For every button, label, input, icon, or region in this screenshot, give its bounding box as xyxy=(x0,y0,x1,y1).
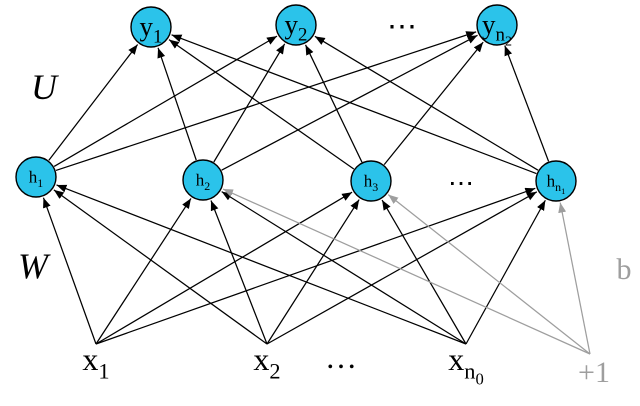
node-h3-label: h3 xyxy=(364,171,379,193)
dots-output: ⋯ xyxy=(387,11,417,44)
label-plus1: +1 xyxy=(578,356,610,389)
node-y1-label: y1 xyxy=(140,12,163,48)
node-yn2-label: yn2 xyxy=(482,10,512,50)
edge-hidden-output xyxy=(168,39,355,170)
edge-input-hidden xyxy=(266,191,538,345)
node-yn2-circle xyxy=(476,4,518,46)
edge-input-hidden xyxy=(221,191,467,345)
edge-input-hidden xyxy=(95,198,192,345)
edge-input-hidden xyxy=(266,199,360,345)
edge-hidden-output xyxy=(304,44,363,163)
label-b: b xyxy=(617,253,632,286)
edge-input-hidden xyxy=(56,184,467,345)
edge-input-hidden xyxy=(95,191,353,345)
input-xn0-label: xn0 xyxy=(448,341,484,388)
edge-bias xyxy=(222,188,591,355)
node-h3-circle xyxy=(350,160,392,202)
node-h1-label: h1 xyxy=(29,167,44,189)
node-hn1-circle xyxy=(535,160,577,202)
input-x1-label: x1 xyxy=(82,341,109,383)
label-U: U xyxy=(31,67,59,107)
edge-input-hidden xyxy=(95,187,536,345)
node-y2-circle xyxy=(275,4,317,46)
edge-input-hidden xyxy=(42,197,97,345)
edge-hidden-output xyxy=(48,44,139,161)
label-W: W xyxy=(18,246,51,286)
node-y2-label: y2 xyxy=(285,10,308,46)
edge-hidden-output xyxy=(504,45,550,162)
edge-bias xyxy=(387,194,591,355)
edge-input-hidden xyxy=(465,199,546,345)
edge-hidden-output xyxy=(383,41,484,166)
dots-hidden: ⋯ xyxy=(448,168,474,197)
edge-input-hidden xyxy=(53,189,268,345)
node-h1-circle xyxy=(15,156,57,198)
edge-hidden-output xyxy=(171,34,537,175)
edge-input-hidden xyxy=(210,200,268,345)
node-hn1-label: hn1 xyxy=(547,171,566,195)
node-h2-label: h2 xyxy=(196,170,211,192)
edge-hidden-output xyxy=(53,35,278,167)
edge-hidden-output xyxy=(55,31,477,172)
edge-input-hidden xyxy=(381,199,467,345)
dots-input: … xyxy=(325,339,357,375)
edge-bias xyxy=(558,202,591,355)
input-x2-label: x2 xyxy=(253,341,280,383)
edge-hidden-output xyxy=(314,35,539,171)
edge-hidden-output xyxy=(213,43,286,163)
node-h2-circle xyxy=(182,159,224,201)
edge-hidden-output xyxy=(157,47,197,161)
node-y1-circle xyxy=(130,6,172,48)
